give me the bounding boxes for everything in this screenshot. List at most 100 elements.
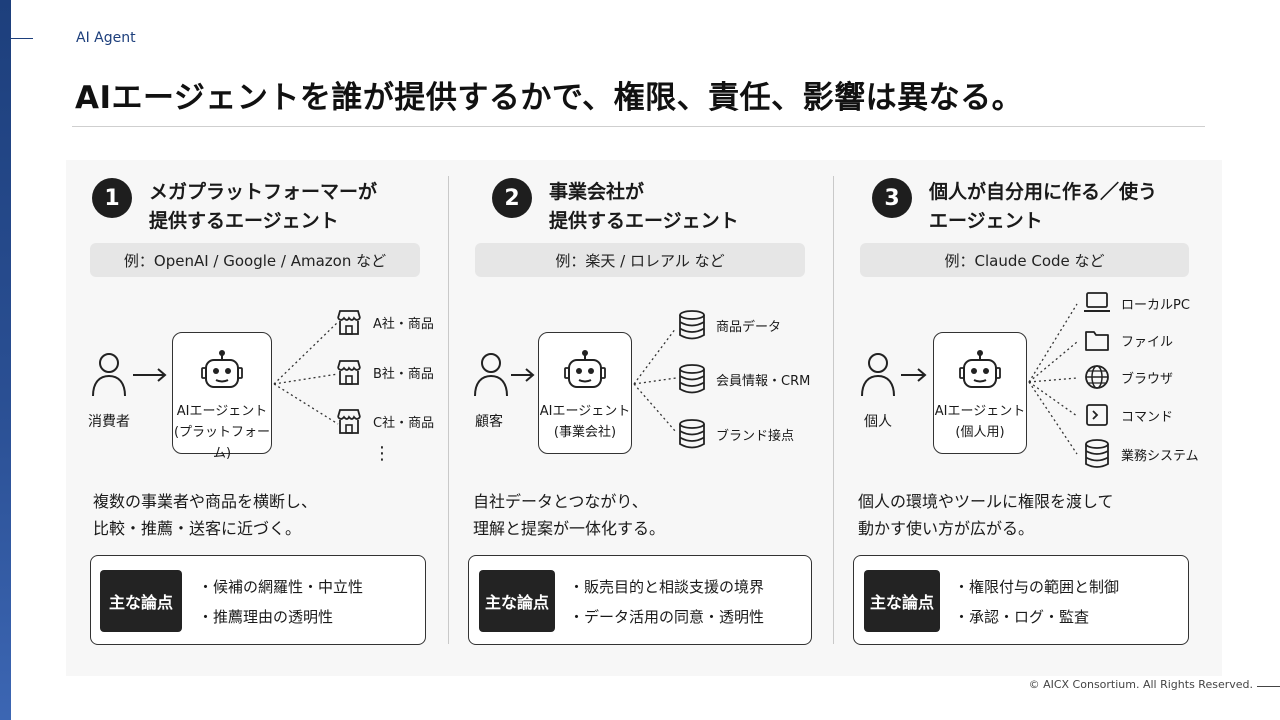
folder-icon [1085, 331, 1109, 351]
column-title-line1: 個人が自分用に作る／使う [929, 181, 1158, 203]
section-label: AI Agent [76, 30, 136, 46]
target-item: ブラウザ [1083, 364, 1173, 390]
agent-label: AIエージェント (個人用) [934, 401, 1026, 443]
target-label: 商品データ [716, 319, 782, 335]
agent-box: AIエージェント (個人用) [933, 332, 1027, 454]
column-divider-2 [833, 176, 834, 644]
issues-tag: 主な論点 [479, 570, 555, 632]
globe-icon [1085, 365, 1109, 389]
issue-item: ・販売目的と相談支援の境界 [569, 578, 765, 596]
person-icon [92, 353, 126, 397]
more-dots: ⋮ [373, 443, 391, 464]
issues-list: ・権限付与の範囲と制御 ・承認・ログ・監査 [954, 572, 1119, 632]
column-title-line2: 提供するエージェント [149, 210, 339, 232]
target-item: ブランド接点 [678, 419, 794, 449]
terminal-icon [1086, 404, 1108, 426]
agent-box: AIエージェント (事業会社) [538, 332, 632, 454]
fanout-lines [273, 321, 339, 425]
agent-label: AIエージェント (事業会社) [539, 401, 631, 443]
user-label: 消費者 [88, 414, 130, 430]
issue-item: ・権限付与の範囲と制御 [954, 578, 1120, 596]
column-title: 事業会社が 提供するエージェント [549, 178, 739, 236]
database-icon [1085, 439, 1109, 468]
issues-list: ・候補の網羅性・中立性 ・推薦理由の透明性 [198, 572, 363, 632]
user-label: 顧客 [475, 414, 503, 430]
issues-box: 主な論点 ・販売目的と相談支援の境界 ・データ活用の同意・透明性 [468, 555, 812, 645]
agent-box: AIエージェント (プラットフォーム) [172, 332, 272, 461]
column-business: 2 事業会社が 提供するエージェント 例：楽天 / ロレアル など 顧客 AIエ… [468, 160, 848, 670]
column-platform: 1 メガプラットフォーマーが 提供するエージェント 例：OpenAI / Goo… [86, 160, 466, 670]
target-label: A社・商品 [373, 316, 434, 332]
target-label: 業務システム [1121, 448, 1199, 464]
issues-box: 主な論点 ・候補の網羅性・中立性 ・推薦理由の透明性 [90, 555, 426, 645]
agent-label-line1: AIエージェント [176, 404, 268, 419]
target-item: A社・商品 [335, 308, 434, 336]
description-line1: 個人の環境やツールに権限を渡して [858, 492, 1114, 511]
column-description: 個人の環境やツールに権限を渡して 動かす使い方が広がる。 [858, 488, 1114, 542]
column-title-line1: メガプラットフォーマーが [149, 181, 378, 203]
target-item: ファイル [1083, 327, 1173, 353]
issues-list: ・販売目的と相談支援の境界 ・データ活用の同意・透明性 [569, 572, 764, 632]
column-personal: 3 個人が自分用に作る／使う エージェント 例：Claude Code など 個… [853, 160, 1233, 670]
agent-label-line2: (事業会社) [553, 425, 617, 440]
robot-icon [201, 350, 243, 388]
example-pill: 例：OpenAI / Google / Amazon など [90, 243, 420, 277]
store-icon [337, 310, 361, 335]
laptop-icon [1084, 292, 1110, 312]
page-title: AIエージェントを誰が提供するかで、権限、責任、影響は異なる。 [75, 80, 1024, 116]
header-tick-line [11, 38, 33, 39]
target-label: ブランド接点 [716, 428, 795, 444]
side-accent-bar [0, 0, 11, 720]
target-label: ファイル [1121, 334, 1174, 350]
column-divider-1 [448, 176, 449, 644]
database-icon [679, 310, 705, 340]
target-item: 会員情報・CRM [678, 364, 810, 394]
target-label: ローカルPC [1121, 297, 1190, 313]
description-line2: 比較・推薦・送客に近づく。 [93, 519, 302, 538]
column-description: 自社データとつながり、 理解と提案が一体化する。 [473, 488, 665, 542]
target-item: B社・商品 [335, 358, 434, 386]
arrow-right-icon [511, 368, 535, 382]
person-icon [861, 353, 895, 397]
issues-box: 主な論点 ・権限付与の範囲と制御 ・承認・ログ・監査 [853, 555, 1189, 645]
target-item: コマンド [1083, 402, 1173, 428]
example-pill: 例：Claude Code など [860, 243, 1189, 277]
agent-label-line2: (プラットフォーム) [173, 425, 271, 461]
target-item: C社・商品 [335, 407, 434, 435]
store-icon [337, 360, 361, 385]
target-label: 会員情報・CRM [716, 373, 811, 389]
target-item: 業務システム [1083, 439, 1199, 469]
robot-icon [564, 350, 606, 388]
store-icon [337, 409, 361, 434]
column-title-line2: エージェント [929, 210, 1043, 232]
step-number-badge: 3 [872, 178, 912, 218]
column-title-line2: 提供するエージェント [549, 210, 739, 232]
target-label: C社・商品 [373, 415, 435, 431]
user-label: 個人 [864, 414, 892, 430]
copyright-text: © AICX Consortium. All Rights Reserved. [1028, 678, 1253, 691]
target-label: B社・商品 [373, 366, 434, 382]
agent-label-line1: AIエージェント [539, 404, 631, 419]
issue-item: ・候補の網羅性・中立性 [198, 578, 364, 596]
target-label: コマンド [1121, 409, 1174, 425]
agent-label-line2: (個人用) [955, 425, 1005, 440]
fanout-lines [1028, 303, 1078, 455]
step-number-badge: 2 [492, 178, 532, 218]
target-item: 商品データ [678, 310, 781, 340]
title-divider [72, 126, 1205, 127]
column-title: メガプラットフォーマーが 提供するエージェント [149, 178, 377, 236]
agent-label-line1: AIエージェント [934, 404, 1026, 419]
description-line2: 動かす使い方が広がる。 [858, 519, 1035, 538]
column-description: 複数の事業者や商品を横断し、 比較・推薦・送客に近づく。 [93, 488, 317, 542]
issue-item: ・承認・ログ・監査 [954, 608, 1090, 626]
issue-item: ・推薦理由の透明性 [198, 608, 334, 626]
issue-item: ・データ活用の同意・透明性 [569, 608, 765, 626]
column-title: 個人が自分用に作る／使う エージェント [929, 178, 1157, 236]
issues-tag: 主な論点 [864, 570, 940, 632]
description-line2: 理解と提案が一体化する。 [473, 519, 666, 538]
description-line1: 複数の事業者や商品を横断し、 [93, 492, 318, 511]
step-number-badge: 1 [92, 178, 132, 218]
column-title-line1: 事業会社が [549, 181, 645, 203]
database-icon [679, 419, 705, 449]
agent-label: AIエージェント (プラットフォーム) [173, 401, 271, 464]
